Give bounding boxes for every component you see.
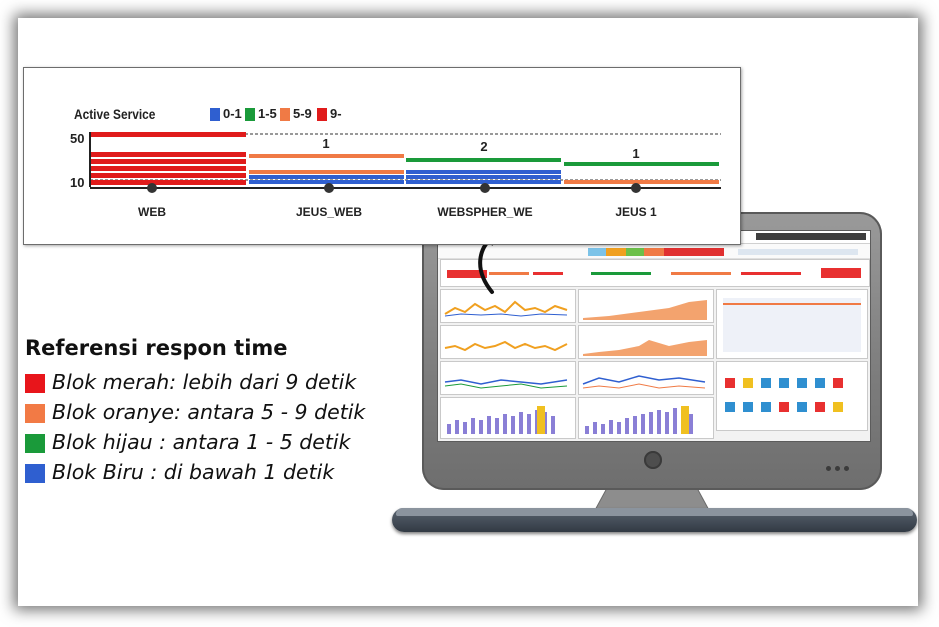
bar-websphere-green: [406, 158, 561, 162]
bar-web-red: [91, 173, 246, 178]
bar-jeus1-orange: [564, 180, 719, 184]
y-tick-label: 10: [70, 175, 84, 190]
legend-swatch-red: [317, 108, 327, 121]
reference-title: Referensi respon time: [25, 336, 288, 360]
bar-jeusweb-blue: [249, 175, 404, 179]
bar-jeusweb-orange: [249, 170, 404, 174]
reference-text: Blok merah: lebih dari 9 detik: [52, 370, 357, 394]
monitor-screen: [437, 230, 871, 442]
reference-swatch-blue: [25, 464, 45, 483]
screen-widget-4: [440, 325, 576, 359]
screen-widget-9: [440, 397, 576, 439]
monitor-base-top: [396, 508, 913, 516]
screen-widget-2: [578, 289, 714, 323]
reference-swatch-red: [25, 374, 45, 393]
category-label: WEB: [138, 205, 166, 219]
screen-widget-10: [578, 397, 714, 439]
screen-menu-bar: [438, 244, 870, 259]
category-label: JEUS_WEB: [296, 205, 362, 219]
legend-swatch-orange: [280, 108, 290, 121]
legend-label: 1-5: [258, 106, 277, 121]
y-tick-label: 50: [70, 131, 84, 146]
category-marker: [324, 183, 334, 193]
legend-label: 5-9: [293, 106, 312, 121]
monitor-power-button: [644, 451, 662, 469]
bar-web-red-top: [91, 132, 246, 137]
service-count-label: 1: [632, 146, 639, 161]
legend-label: 0-1: [223, 106, 242, 121]
bar-web-red: [91, 152, 246, 157]
reference-swatch-orange: [25, 404, 45, 423]
screen-active-service-panel: [440, 259, 870, 287]
legend-swatch-green: [245, 108, 255, 121]
category-label: WEBSPHER_WE: [437, 205, 532, 219]
screen-widget-1: [440, 289, 576, 323]
reference-text: Blok hijau : antara 1 - 5 detik: [52, 430, 351, 454]
reference-swatch-green: [25, 434, 45, 453]
reference-text: Blok Biru : di bawah 1 detik: [52, 460, 335, 484]
screen-widget-8-icons: [716, 361, 868, 431]
bar-websphere-blue: [406, 175, 561, 179]
bar-web-red: [91, 180, 246, 185]
category-marker: [631, 183, 641, 193]
bar-jeusweb-blue: [249, 180, 404, 184]
bar-jeusweb-orange: [249, 154, 404, 158]
bar-websphere-blue: [406, 170, 561, 174]
bar-web-red: [91, 166, 246, 171]
reference-text: Blok oranye: antara 5 - 9 detik: [52, 400, 366, 424]
bar-web-red: [91, 159, 246, 164]
legend-label: 9-: [330, 106, 342, 121]
legend-swatch-blue: [210, 108, 220, 121]
bar-websphere-blue: [406, 180, 561, 184]
category-marker: [147, 183, 157, 193]
category-marker: [480, 183, 490, 193]
monitor-illustration: [392, 212, 917, 534]
monitor-body: [422, 212, 882, 490]
screen-widget-7: [578, 361, 714, 395]
screen-widget-5: [578, 325, 714, 359]
chart-title: Active Service: [74, 106, 156, 122]
screen-widget-6: [440, 361, 576, 395]
category-label: JEUS 1: [615, 205, 657, 219]
monitor-indicator-dots: [826, 456, 866, 471]
service-count-label: 2: [480, 139, 487, 154]
service-count-label: 1: [322, 136, 329, 151]
screen-widget-3: [716, 289, 868, 359]
bar-jeus1-green: [564, 162, 719, 166]
